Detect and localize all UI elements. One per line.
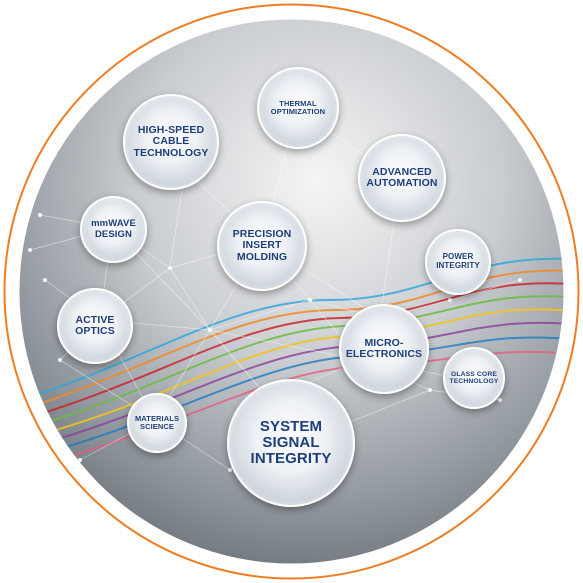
bubble-label: ADVANCED AUTOMATION (366, 165, 438, 189)
bubble-label: ACTIVE OPTICS (75, 313, 115, 337)
bubble-label: MICRO- ELECTRONICS (345, 336, 423, 360)
bubble-thermal-optimization: THERMAL OPTIMIZATION (257, 67, 339, 149)
bubble-label: THERMAL OPTIMIZATION (270, 98, 326, 116)
bubble-advanced-automation: ADVANCED AUTOMATION (358, 134, 446, 222)
bubble-active-optics: ACTIVE OPTICS (57, 288, 133, 364)
bubble-label: MATERIALS SCIENCE (134, 413, 180, 431)
bubble-micro-electronics: MICRO- ELECTRONICS (339, 304, 429, 394)
bubble-system-signal-integrity: SYSTEM SIGNAL INTEGRITY (227, 379, 355, 507)
bubble-label: PRECISION INSERT MOLDING (232, 228, 292, 263)
bubble-label: POWER INTEGRITY (436, 252, 480, 270)
bubble-label: GLASS CORE TECHNOLOGY (449, 370, 499, 385)
bubble-glass-core-technology: GLASS CORE TECHNOLOGY (443, 347, 505, 409)
bubble-power-integrity: POWER INTEGRITY (425, 229, 491, 295)
bubble-precision-insert-molding: PRECISION INSERT MOLDING (217, 201, 307, 291)
bubble-mmwave-design: mmWAVE DESIGN (80, 196, 147, 263)
bubble-label: HIGH-SPEED CABLE TECHNOLOGY (133, 124, 209, 159)
bubble-label: mmWAVE DESIGN (91, 218, 136, 240)
bubble-materials-science: MATERIALS SCIENCE (127, 393, 187, 453)
bubble-high-speed-cable-technology: HIGH-SPEED CABLE TECHNOLOGY (123, 94, 219, 190)
bubble-label: SYSTEM SIGNAL INTEGRITY (250, 417, 332, 468)
